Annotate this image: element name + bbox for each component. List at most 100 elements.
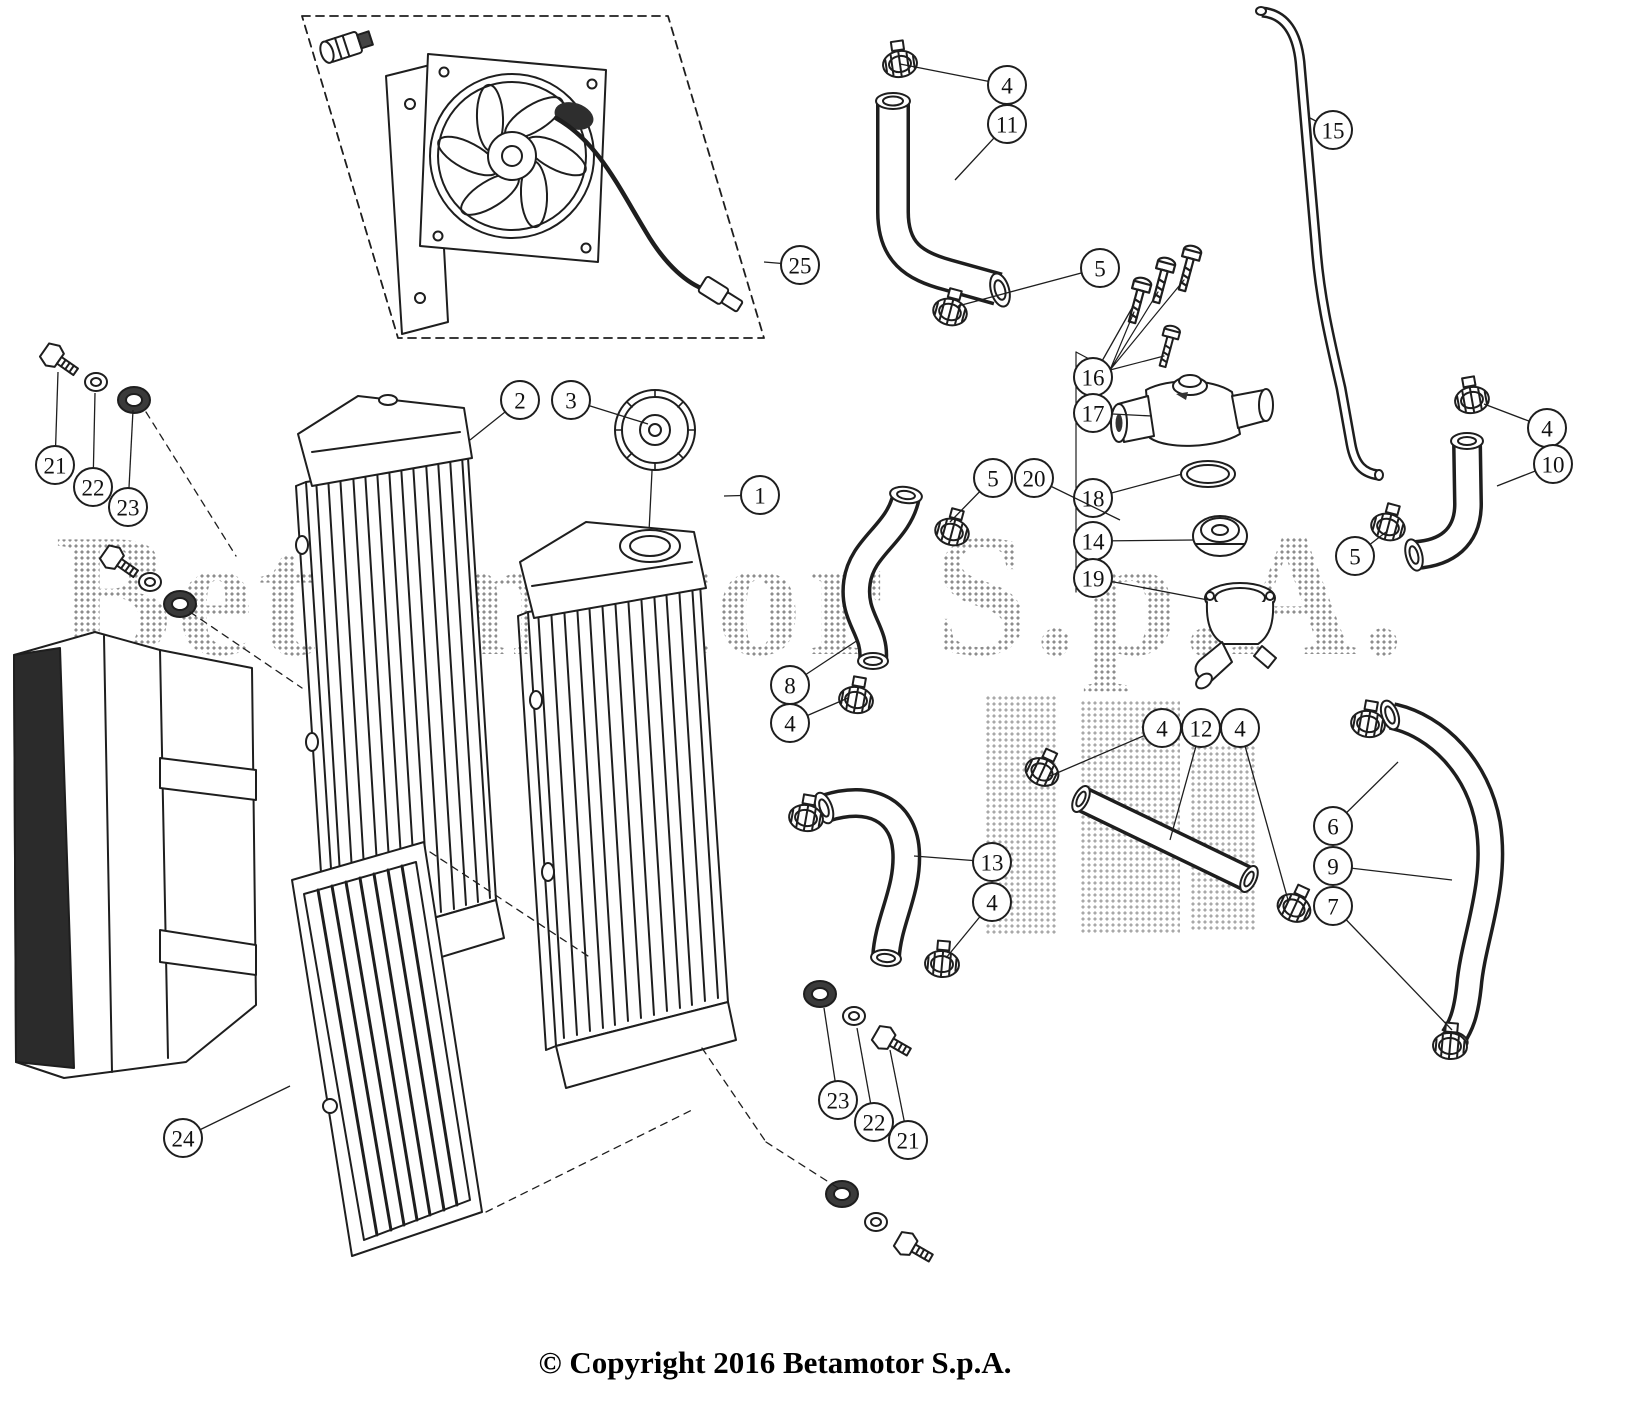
callout-15: 15 — [1309, 110, 1353, 150]
hose-11 — [875, 92, 1011, 308]
callout-18: 18 — [1073, 473, 1183, 518]
callout-leader-line — [1332, 905, 1453, 1031]
callout-number: 1 — [754, 484, 766, 509]
callout-4: 4 — [1049, 708, 1182, 777]
callout-circle — [1313, 886, 1353, 926]
callout-number: 4 — [784, 712, 796, 737]
callout-21: 21 — [888, 1049, 928, 1160]
callout-13: 13 — [913, 842, 1012, 882]
callout-23: 23 — [108, 409, 148, 527]
hose-8 — [841, 485, 923, 670]
callout-20: 20 — [1014, 458, 1121, 521]
callout-12: 12 — [1169, 708, 1221, 841]
callout-10: 10 — [1496, 444, 1573, 487]
callout-circle — [1335, 536, 1375, 576]
fan-wire — [553, 115, 709, 293]
radiator-cap — [614, 389, 696, 533]
callout-number: 21 — [44, 454, 67, 479]
overflow-tube-15 — [1255, 6, 1384, 481]
callout-circle — [1073, 558, 1113, 598]
callout-circle — [740, 475, 780, 515]
o-ring — [1180, 460, 1236, 488]
copyright-text: © Copyright 2016 Betamotor S.p.A. — [538, 1345, 1012, 1380]
fan-box-outline — [301, 15, 765, 339]
callout-circle — [1313, 806, 1353, 846]
callout-11: 11 — [954, 104, 1027, 181]
callout-number: 22 — [863, 1111, 886, 1136]
callout-8: 8 — [770, 639, 859, 705]
callout-5: 5 — [1335, 531, 1387, 576]
callout-17: 17 — [1073, 393, 1153, 433]
callout-5: 5 — [957, 248, 1120, 307]
callout-number: 9 — [1327, 855, 1339, 880]
louver-guard — [291, 841, 693, 1257]
callout-circle — [73, 467, 113, 507]
callout-number: 21 — [897, 1129, 920, 1154]
callout-24: 24 — [163, 1085, 291, 1158]
callout-23: 23 — [818, 1007, 858, 1120]
callout-leader-line — [1239, 727, 1289, 901]
fan-switch — [319, 30, 374, 64]
callout-circle — [987, 104, 1027, 144]
callout-number: 4 — [1234, 717, 1246, 742]
thermostat-assembly — [1075, 242, 1277, 690]
callout-circle — [1080, 248, 1120, 288]
callout-number: 19 — [1082, 567, 1105, 592]
callout-number: 4 — [1541, 417, 1553, 442]
side-panel — [13, 631, 257, 1079]
callout-4: 4 — [1220, 708, 1289, 901]
callout-circle — [163, 1118, 203, 1158]
hose-13 — [813, 788, 922, 968]
callout-number: 10 — [1542, 453, 1565, 478]
left-mount-hardware — [36, 339, 303, 689]
fan-connector — [697, 276, 744, 313]
callout-number: 16 — [1082, 366, 1105, 391]
callout-circle — [973, 458, 1013, 498]
callout-number: 5 — [987, 467, 999, 492]
callout-4: 4 — [1483, 403, 1567, 448]
callout-4: 4 — [899, 63, 1027, 105]
thermostat-cover — [1194, 582, 1277, 690]
callout-number: 20 — [1023, 467, 1046, 492]
callout-1: 1 — [723, 475, 780, 515]
callout-number: 3 — [565, 389, 577, 414]
callout-circle — [780, 245, 820, 285]
callout-2: 2 — [469, 380, 540, 441]
callout-6: 6 — [1313, 761, 1399, 846]
callout-number: 4 — [1156, 717, 1168, 742]
callout-21: 21 — [35, 371, 75, 485]
callout-4: 4 — [770, 697, 849, 743]
callout-number: 18 — [1082, 487, 1105, 512]
callout-22: 22 — [73, 392, 113, 507]
right-radiator — [517, 521, 737, 1089]
callout-number: 24 — [172, 1127, 196, 1152]
callout-14: 14 — [1073, 521, 1195, 561]
callout-3: 3 — [551, 380, 649, 425]
callout-circle — [1014, 458, 1054, 498]
callout-circle — [500, 380, 540, 420]
callout-number: 23 — [827, 1089, 850, 1114]
callout-circle — [854, 1102, 894, 1142]
fan-assembly — [319, 30, 744, 335]
callout-number: 6 — [1327, 815, 1339, 840]
callout-number: 25 — [789, 254, 812, 279]
callout-4: 4 — [945, 882, 1012, 959]
callout-circle — [1533, 444, 1573, 484]
callout-number: 8 — [784, 674, 796, 699]
callout-circle — [818, 1080, 858, 1120]
callout-16: 16 — [1073, 307, 1133, 397]
callout-19: 19 — [1073, 558, 1209, 601]
callout-number: 2 — [514, 389, 526, 414]
callout-number: 5 — [1349, 545, 1361, 570]
hose-10 — [1404, 432, 1484, 572]
callout-circle — [1073, 393, 1113, 433]
bottom-mount-hardware — [701, 980, 938, 1270]
callout-number: 22 — [82, 476, 105, 501]
callout-number: 4 — [1001, 74, 1013, 99]
callout-circle — [551, 380, 591, 420]
thermostat — [1192, 515, 1248, 557]
callout-9: 9 — [1313, 846, 1453, 886]
